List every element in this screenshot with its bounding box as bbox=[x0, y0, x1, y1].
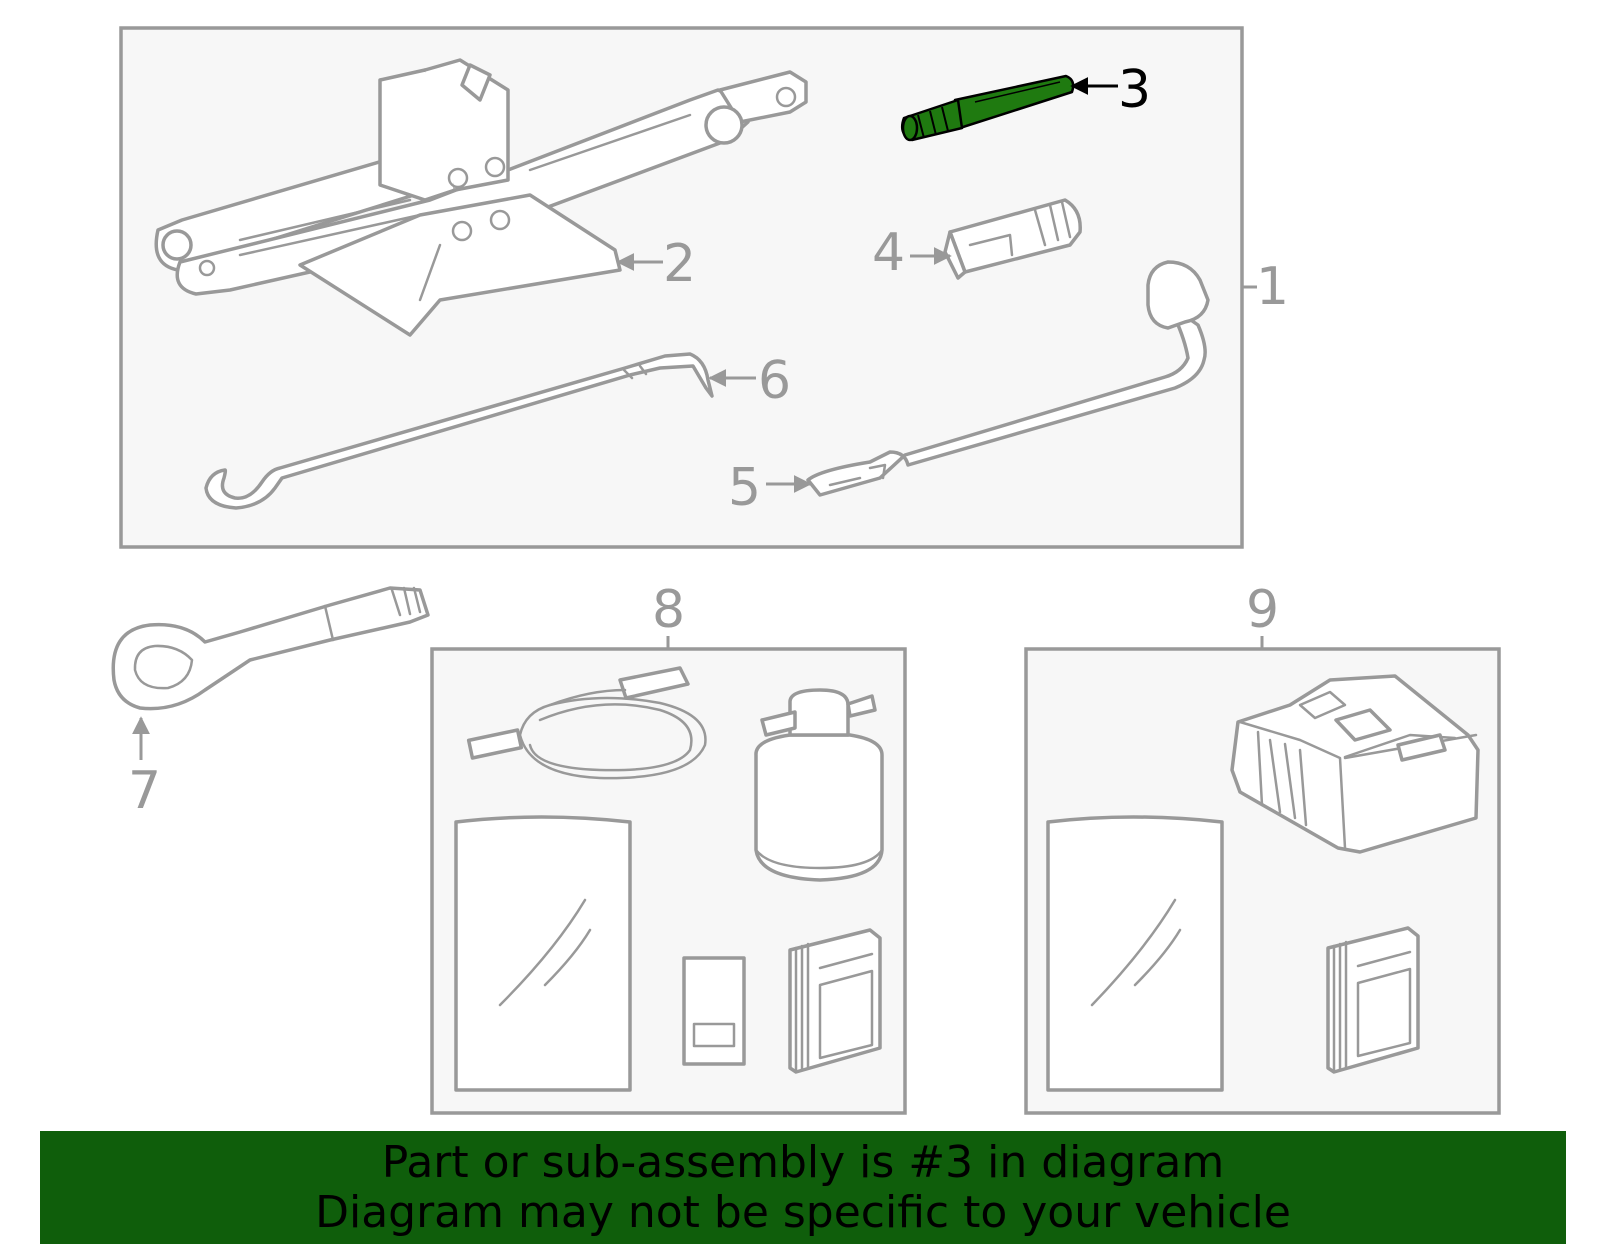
inflator-kit-contents-9 bbox=[1046, 674, 1480, 1092]
socket-adapter-part-4[interactable] bbox=[943, 198, 1082, 280]
towing-eye-part-7[interactable] bbox=[111, 586, 430, 711]
callout-6: 6 bbox=[758, 351, 791, 411]
callout-9: 9 bbox=[1246, 580, 1279, 640]
banner-line-2: Diagram may not be specific to your vehi… bbox=[315, 1186, 1291, 1238]
callout-2: 2 bbox=[663, 234, 696, 294]
callout-7: 7 bbox=[128, 761, 161, 821]
scissor-jack-part-2[interactable] bbox=[154, 58, 808, 337]
info-banner: Part or sub-assembly is #3 in diagram Di… bbox=[40, 1131, 1566, 1244]
callout-1: 1 bbox=[1256, 257, 1289, 317]
callout-5: 5 bbox=[728, 458, 761, 518]
extension-bar-part-3[interactable] bbox=[901, 74, 1075, 142]
callout-3: 3 bbox=[1118, 60, 1151, 120]
lug-wrench-part-5[interactable] bbox=[806, 260, 1210, 497]
callout-4: 4 bbox=[872, 223, 905, 283]
jack-handle-part-6[interactable] bbox=[204, 352, 714, 510]
callout-8: 8 bbox=[652, 580, 685, 640]
banner-line-1: Part or sub-assembly is #3 in diagram bbox=[381, 1136, 1225, 1188]
repair-kit-contents-8 bbox=[454, 666, 884, 1092]
